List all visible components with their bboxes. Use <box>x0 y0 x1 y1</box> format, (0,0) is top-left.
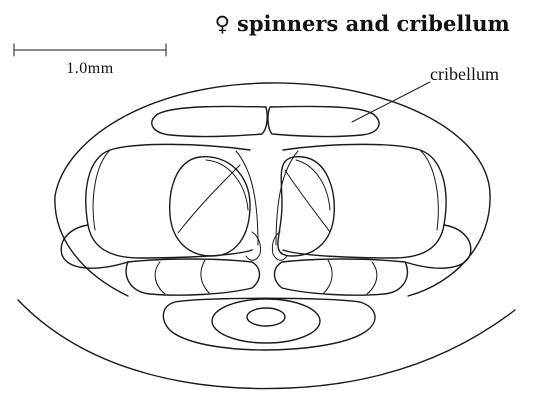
scale-bar: 1.0mm <box>14 44 166 77</box>
left-anterior-spinner <box>86 144 258 258</box>
anal-tubercle <box>163 298 375 350</box>
right-lower-spinner <box>275 259 408 295</box>
left-median-spinner <box>170 157 250 256</box>
diagram-title: spinners and cribellum <box>237 11 510 36</box>
right-median-spinner <box>278 157 334 256</box>
left-lateral-flap <box>61 225 128 268</box>
cribellum-leader-line <box>352 82 430 122</box>
outer-body-left-lower <box>55 196 128 296</box>
right-lateral-flap <box>405 225 471 268</box>
cribellum-label: cribellum <box>430 64 499 84</box>
right-inner-process <box>272 232 287 260</box>
abdomen-lower-arc <box>18 300 515 389</box>
scale-bar-label: 1.0mm <box>66 60 113 77</box>
cribellum <box>152 106 379 136</box>
left-lower-spinner <box>126 259 259 295</box>
female-symbol: ♀ <box>215 11 230 36</box>
